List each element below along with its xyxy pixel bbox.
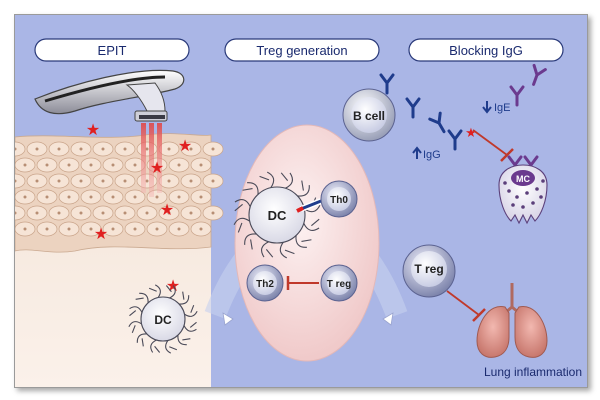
arrow-left-icon <box>222 312 234 326</box>
antibody-icon <box>532 63 547 86</box>
th2-label: Th2 <box>256 279 274 290</box>
skin-dendritic-cell: DC <box>128 284 198 354</box>
antibody-icon <box>509 85 525 107</box>
th0-label: Th0 <box>330 195 348 206</box>
lung-inflammation-label: Lung inflammation <box>484 365 582 379</box>
arrow-right-icon <box>382 312 394 326</box>
igg-label: IgG <box>423 149 441 161</box>
inhibition-treg-th2 <box>286 276 319 290</box>
th2-cell: Th2 <box>246 264 284 302</box>
treg-inner-label: T reg <box>327 279 351 290</box>
inhibition-igg-mc <box>472 129 514 162</box>
treg-large-cell: T reg <box>402 244 456 298</box>
antigen-presentation-icon <box>296 198 323 213</box>
treg-generation-section: DC Th0 Th2 T reg <box>204 124 408 362</box>
skin-section <box>15 133 224 387</box>
ige-marker: IgE <box>482 101 511 114</box>
skin-cell <box>15 205 26 221</box>
ige-label: IgE <box>494 102 511 114</box>
antigen-star-icon: ★ <box>166 276 180 295</box>
figure-frame: ★ ★ ★ ★ ★ ★ DC DC Th0 <box>14 14 588 388</box>
th0-cell: Th0 <box>320 180 358 218</box>
dc-skin-label: DC <box>154 313 172 327</box>
antibody-icon <box>428 111 446 134</box>
b-cell-label: B cell <box>353 109 385 123</box>
header-treg-label: Treg generation <box>256 43 347 58</box>
header-epit-label: EPIT <box>98 43 127 58</box>
blocking-igg-section: B cell ★ IgE IgG MC T reg <box>342 63 582 379</box>
skin-cell <box>15 173 26 189</box>
down-arrow-icon <box>482 101 492 114</box>
antigen-star-icon: ★ <box>178 136 192 155</box>
mast-cell: MC <box>498 164 548 225</box>
mc-label: MC <box>516 174 530 184</box>
igg-marker: IgG <box>412 146 441 161</box>
header-blocking: Blocking IgG <box>408 38 564 62</box>
antibody-icon <box>405 97 421 119</box>
diagram-canvas: ★ ★ ★ ★ ★ ★ DC DC Th0 <box>15 15 587 387</box>
header-epit: EPIT <box>34 38 190 62</box>
dendritic-cell: DC <box>233 171 321 259</box>
treg-large-label: T reg <box>414 262 443 276</box>
lungs-icon <box>476 283 548 358</box>
skin-cell-layer <box>15 141 224 237</box>
epit-device <box>34 69 185 122</box>
laser-beams <box>141 123 162 197</box>
antigen-star-icon: ★ <box>94 224 108 243</box>
dc-main-label: DC <box>268 208 287 223</box>
lymph-node-compartment <box>234 124 380 362</box>
b-cell: B cell <box>342 88 396 142</box>
up-arrow-icon <box>412 146 422 159</box>
antibody-icon <box>379 73 395 95</box>
skin-cell <box>15 141 26 157</box>
header-treg: Treg generation <box>224 38 380 62</box>
antigen-star-icon: ★ <box>160 200 174 219</box>
antigen-star-icon: ★ <box>150 158 164 177</box>
antigen-stars: ★ ★ ★ ★ ★ ★ <box>86 120 192 295</box>
antigen-star-icon: ★ <box>465 126 477 141</box>
treg-inner-cell: T reg <box>320 264 358 302</box>
inhibition-treg-lung <box>446 290 486 322</box>
header-blocking-label: Blocking IgG <box>449 43 523 58</box>
antigen-star-icon: ★ <box>86 120 100 139</box>
antibody-icon <box>447 129 463 151</box>
